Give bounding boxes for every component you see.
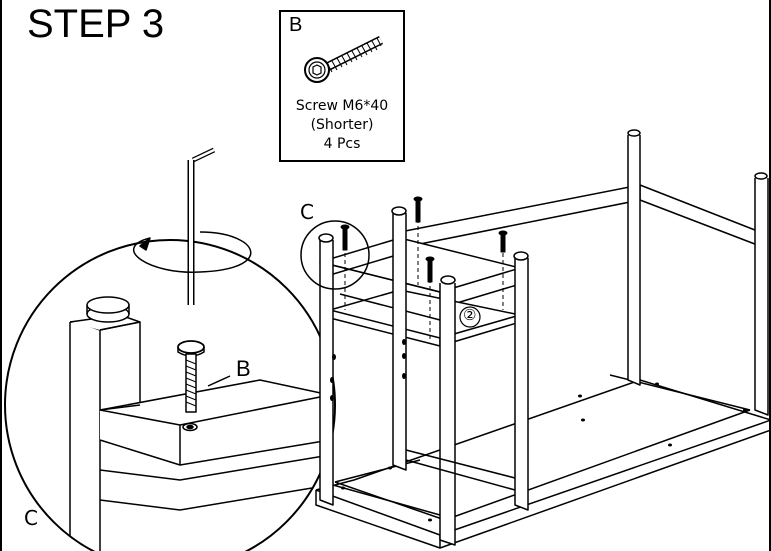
rotate-arrow-icon (133, 231, 252, 273)
detail-circle (4, 239, 336, 551)
part-name: Screw M6*40 (295, 98, 389, 114)
part-qty: 4 Pcs (323, 136, 361, 152)
page-border-left (0, 0, 2, 551)
table-assembly (300, 129, 771, 549)
callout-c-detail: C (24, 506, 38, 530)
callout-leader (207, 375, 231, 387)
step-marker-circle (459, 306, 481, 328)
screw-b-detail (177, 340, 205, 413)
page-border-right (769, 0, 771, 551)
callout-b-screw: B (236, 356, 251, 381)
detail-view (69, 296, 331, 551)
step-marker: ② (463, 306, 477, 324)
callout-c-table: C (300, 200, 314, 224)
hex-key-icon (187, 147, 216, 305)
part-id: B (289, 14, 303, 36)
screw-icon (304, 35, 384, 83)
step-title: STEP 3 (27, 2, 165, 46)
part-note: (Shorter) (310, 117, 374, 133)
part-box: B Screw M6*40 (Shorte (279, 10, 405, 162)
detail-circle-small (300, 220, 370, 290)
